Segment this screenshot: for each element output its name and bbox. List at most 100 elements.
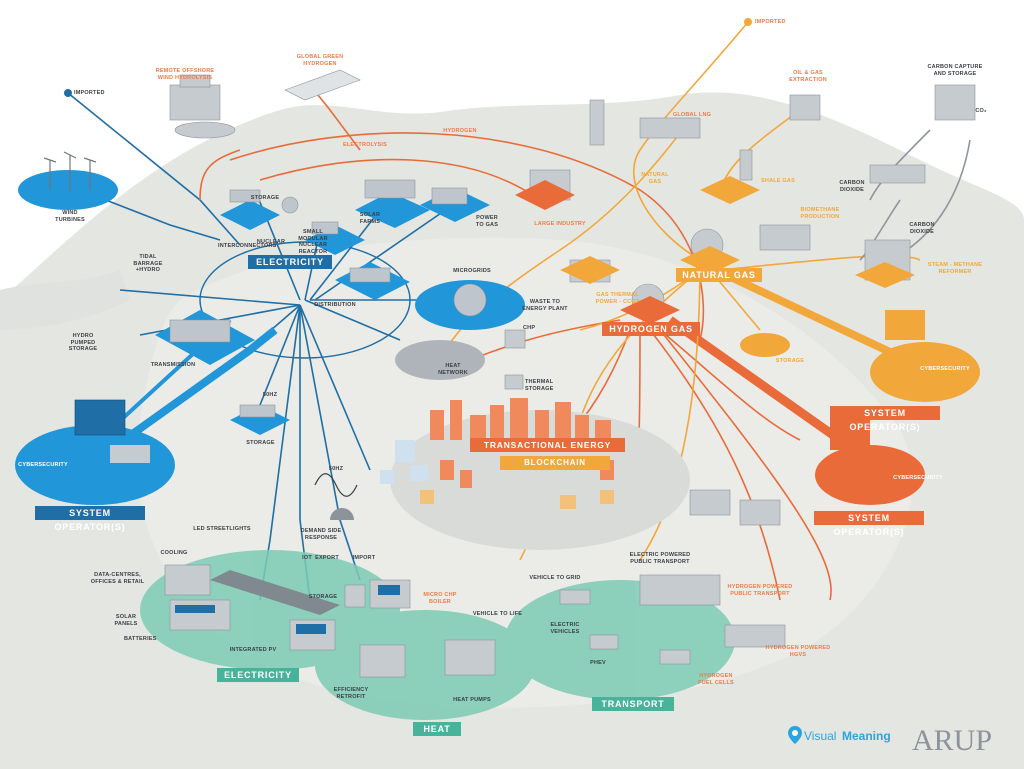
green-hydrogen-ship [284,69,361,101]
imported-marker-top [744,18,752,26]
label-imported-top: IMPORTED [755,19,786,25]
hub-electricity-bottom: ELECTRICITY [217,668,299,682]
label-cybersecurity-r2: CYBERSECURITY [893,475,943,481]
hub-system-operator-right-bottom: SYSTEM OPERATOR(S) [814,511,924,537]
brand-meaning: Meaning [842,729,891,743]
label-integrated-pv: INTEGRATED PV [229,647,277,653]
label-heat-network: HEAT NETWORK [438,363,468,376]
operator-screen-r1 [885,310,925,340]
structures-electricity [169,179,487,418]
label-storage-low: STORAGE [246,440,275,446]
brand-visual: Visual [804,729,837,743]
system-operator-link-left [107,326,278,454]
wind-turbines [43,151,97,192]
operator-desk-left [110,445,150,463]
label-small-modular: SMALL MODULAR NUCLEAR REACTOR [298,229,328,255]
city-blocks-yellow [420,490,614,509]
hub-hydrogen-gas: HYDROGEN GAS [602,322,700,336]
label-micro-chp: MICRO CHP BOILER [423,592,457,605]
city-blocks-blue [380,440,428,484]
label-electrolysis: ELECTROLYSIS [342,142,388,148]
label-demand-side: DEMAND SIDE RESPONSE [300,528,342,541]
label-shale-gas: SHALE GAS [761,178,795,184]
label-import: IMPORT [352,555,376,561]
road [210,570,340,615]
label-oil-gas-extraction: OIL & GAS EXTRACTION [789,70,827,83]
label-carbon-dioxide-1: CARBON DIOXIDE [839,180,865,193]
blockchain-banner [500,456,610,470]
label-natural-gas-line: NATURAL GAS [641,172,669,185]
hub-system-operator-right-top: SYSTEM OPERATOR(S) [830,406,940,432]
label-cybersecurity-left: CYBERSECURITY [18,462,68,468]
label-interconnectors: INTERCONNECTORS [218,243,277,249]
location-pin-icon [788,726,802,744]
hub-heat: HEAT [413,722,461,736]
label-solar-panels: SOLAR PANELS [114,614,138,627]
imported-marker-left [64,89,72,97]
offshore-hydrolysis [169,74,236,139]
label-transmission: TRANSMISSION [150,362,196,368]
label-frequency-1: 50Hz [262,392,278,398]
heat-network-platform [395,340,485,380]
transactional-energy-label: TRANSACTIONAL ENERGY [483,440,612,450]
label-global-green-hydrogen: GLOBAL GREEN HYDROGEN [296,54,344,67]
dsr-gauge [330,508,354,520]
label-export: EXPORT [315,555,339,561]
solar-roofs [175,585,400,634]
label-waste-to-energy: WASTE TO ENERGY PLANT [522,299,568,312]
label-cybersecurity-r1: CYBERSECURITY [920,366,970,372]
label-frequency-2: 50Hz [328,466,344,472]
label-imported-left: IMPORTED [74,90,105,96]
label-global-lng: GLOBAL LNG [672,112,712,118]
orange-platforms [515,180,925,505]
arup-logo: ARUP [912,724,993,757]
label-cooling: COOLING [160,550,188,556]
hub-transport: TRANSPORT [592,697,674,711]
label-heat-pumps: HEAT PUMPS [453,697,491,703]
label-hydrogen-line: HYDROGEN [443,128,477,134]
label-nuclear: NUCLEAR [256,239,286,245]
label-led-streetlights: LED STREETLIGHTS [193,526,251,532]
label-batteries: BATTERIES [124,636,157,642]
coast-water [0,270,130,330]
local-buildings [164,489,786,678]
hub-natural-gas: NATURAL GAS [676,268,762,282]
label-steam-methane: STEAM - METHANE REFORMER [927,262,983,275]
label-storage-mid: STORAGE [775,358,805,364]
label-hydrogen-hgvs: HYDROGEN POWERED HGVS [765,645,831,658]
label-wind-turbines: WIND TURBINES [55,210,85,223]
hub-electricity-top: ELECTRICITY [248,255,332,269]
sine-wave [314,473,358,497]
label-carbon-dioxide-2: CARBON DIOXIDE [909,222,935,235]
label-hydrogen-fuel-cells: HYDROGEN FUEL CELLS [698,673,734,686]
thermal-storage [504,374,524,390]
label-hydrogen-public: HYDROGEN POWERED PUBLIC TRANSPORT [727,584,793,597]
label-solar-farms: SOLAR FARMS [359,212,381,225]
hub-system-operator-left: SYSTEM OPERATOR(S) [35,506,145,532]
label-electric-public: ELECTRIC POWERED PUBLIC TRANSPORT [629,552,691,565]
label-hydro-pumped: HYDRO PUMPED STORAGE [68,333,98,352]
label-microgrids: MICROGRIDS [453,268,491,274]
label-power-to-gas: POWER TO GAS [475,215,499,228]
natural-gas-link-operator [718,268,892,356]
label-iot: IOT [302,555,312,561]
label-chp: CHP [523,325,536,331]
label-large-industry: LARGE INDUSTRY [534,221,586,227]
label-co2: CO₂ [975,108,987,114]
operator-screen-left [74,399,126,436]
label-carbon-capture: CARBON CAPTURE AND STORAGE [927,64,983,77]
yellow-platforms [560,176,980,402]
label-vehicle-to-grid: VEHICLE TO GRID [529,575,581,581]
visualmeaning-logo: Visual Meaning [788,726,908,746]
transactional-energy-banner [470,438,625,452]
label-gas-thermal: GAS THERMAL POWER - CCGT [595,292,640,305]
label-vehicle-to-life: VEHICLE TO LIFE [472,611,523,617]
label-phev: PHEV [590,660,606,666]
label-storage-top: STORAGE [250,195,280,201]
label-storage-home: STORAGE [308,594,338,600]
label-data-centres: DATA-CENTRES, OFFICES & RETAIL [90,572,145,585]
label-tidal-barrage: TIDAL BARRAGE +HYDRO [133,254,163,273]
label-thermal-storage: THERMAL STORAGE [525,379,554,392]
